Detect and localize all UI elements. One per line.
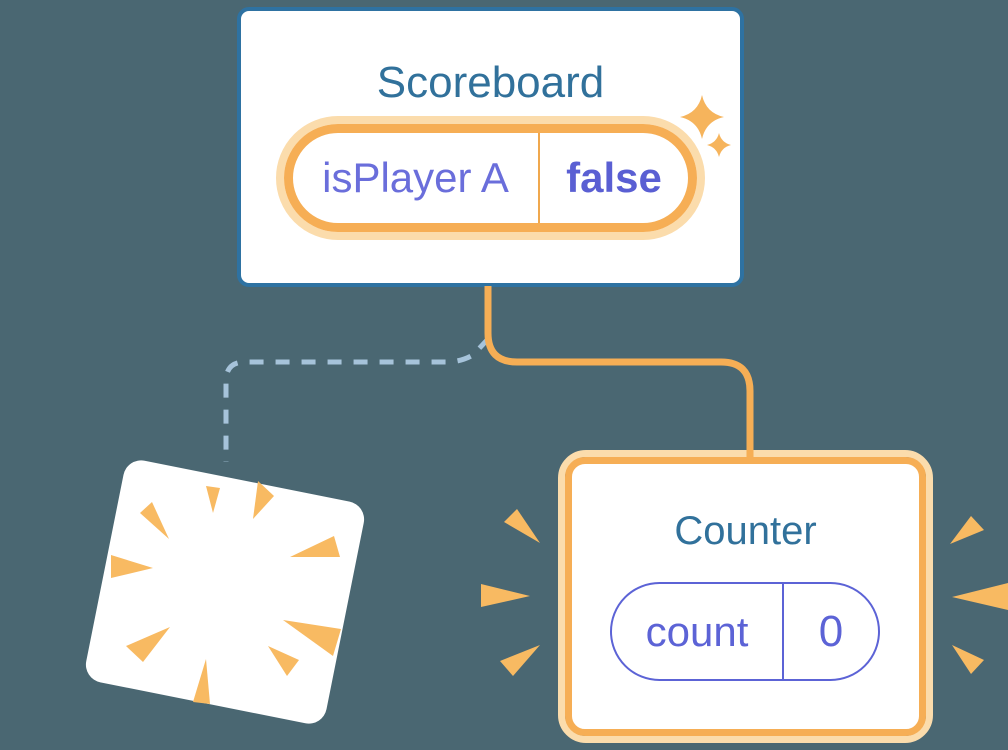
scoreboard-component-card: Scoreboard isPlayer A false (237, 7, 744, 287)
counter-component-card: Counter count 0 (558, 450, 933, 743)
pill-divider (538, 133, 540, 223)
state-value-label: false (566, 154, 662, 201)
destroyed-component-card (85, 460, 365, 724)
state-name-label: count (645, 607, 749, 655)
poof-icon (85, 460, 365, 724)
scoreboard-title: Scoreboard (376, 58, 605, 107)
state-name-label: isPlayer A (322, 154, 509, 201)
counter-state-pill: count 0 (610, 582, 880, 681)
active-connector-line (484, 286, 754, 457)
scoreboard-state-pill: isPlayer A false (276, 116, 705, 240)
emphasis-mark (504, 509, 540, 543)
emphasis-mark (952, 645, 984, 674)
state-value-label: 0 (818, 606, 844, 656)
poof-burst-rays (111, 481, 341, 704)
emphasis-mark (481, 584, 530, 607)
emphasis-mark (952, 583, 1008, 610)
pill-divider (782, 584, 784, 679)
removed-connector-dashed-line (223, 336, 491, 462)
emphasis-mark (500, 645, 540, 676)
counter-title: Counter (674, 509, 817, 553)
emphasis-mark (950, 516, 984, 544)
